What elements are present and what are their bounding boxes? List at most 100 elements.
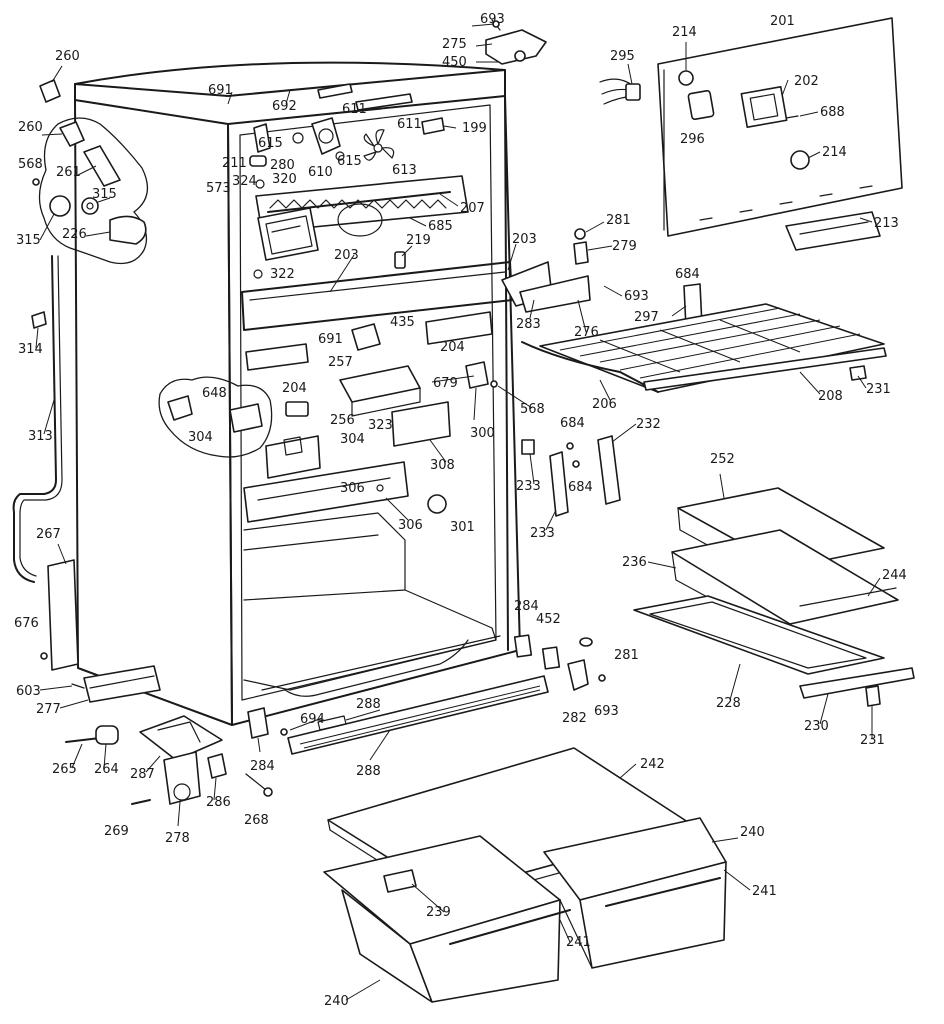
- part-label-204: 204: [440, 340, 465, 355]
- part-label-264: 264: [94, 762, 119, 777]
- shelf-supports: [521, 435, 621, 517]
- part-label-242: 242: [640, 757, 665, 772]
- part-label-684: 684: [675, 267, 700, 282]
- part-label-613: 613: [392, 163, 417, 178]
- part-label-568: 568: [520, 402, 545, 417]
- bracket-213: [785, 211, 881, 251]
- part-label-610: 610: [308, 165, 333, 180]
- part-label-201: 201: [770, 14, 795, 29]
- part-label-304: 304: [340, 432, 365, 447]
- part-label-280: 280: [270, 158, 295, 173]
- part-label-239: 239: [426, 905, 451, 920]
- part-label-281: 281: [614, 648, 639, 663]
- part-label-244: 244: [882, 568, 907, 583]
- part-label-226: 226: [62, 227, 87, 242]
- part-label-295: 295: [610, 49, 635, 64]
- part-label-676: 676: [14, 616, 39, 631]
- cabinet-body: [74, 61, 521, 726]
- part-label-648: 648: [202, 386, 227, 401]
- part-label-679: 679: [433, 376, 458, 391]
- part-label-693: 693: [624, 289, 649, 304]
- part-label-284: 284: [514, 599, 539, 614]
- back-panel: [599, 17, 903, 237]
- part-label-324: 324: [232, 174, 257, 189]
- part-label-208: 208: [818, 389, 843, 404]
- part-label-611: 611: [397, 117, 422, 132]
- part-label-283: 283: [516, 317, 541, 332]
- part-label-211: 211: [222, 156, 247, 171]
- part-label-275: 275: [442, 37, 467, 52]
- part-label-267: 267: [36, 527, 61, 542]
- part-label-203: 203: [512, 232, 537, 247]
- part-label-615: 615: [337, 154, 362, 169]
- part-label-276: 276: [574, 325, 599, 340]
- part-label-279: 279: [612, 239, 637, 254]
- part-label-199: 199: [462, 121, 487, 136]
- part-label-452: 452: [536, 612, 561, 627]
- part-label-233: 233: [516, 479, 541, 494]
- part-label-240: 240: [324, 994, 349, 1009]
- part-label-214: 214: [672, 25, 697, 40]
- base-components: [40, 559, 549, 805]
- part-label-288: 288: [356, 764, 381, 779]
- part-label-230: 230: [804, 719, 829, 734]
- screw-568: [490, 380, 498, 388]
- part-label-286: 286: [206, 795, 231, 810]
- part-label-603: 603: [16, 684, 41, 699]
- part-label-301: 301: [450, 520, 475, 535]
- part-label-284: 284: [250, 759, 275, 774]
- part-label-306: 306: [398, 518, 423, 533]
- middle-hinge: [501, 228, 591, 313]
- part-label-308: 308: [430, 458, 455, 473]
- part-label-278: 278: [165, 831, 190, 846]
- part-label-688: 688: [820, 105, 845, 120]
- part-label-450: 450: [442, 55, 467, 70]
- part-label-241: 241: [566, 935, 591, 950]
- part-label-241: 241: [752, 884, 777, 899]
- top-hinge: [485, 19, 547, 65]
- part-label-694: 694: [300, 712, 325, 727]
- part-label-207: 207: [460, 201, 485, 216]
- part-label-611: 611: [342, 102, 367, 117]
- part-label-300: 300: [470, 426, 495, 441]
- tubing-and-fittings: [12, 79, 149, 583]
- part-label-314: 314: [18, 342, 43, 357]
- part-label-261: 261: [56, 165, 81, 180]
- crisper-drawers: [323, 747, 727, 1003]
- part-label-256: 256: [330, 413, 355, 428]
- part-label-213: 213: [874, 216, 899, 231]
- part-label-691: 691: [208, 83, 233, 98]
- part-label-323: 323: [368, 418, 393, 433]
- leader-lines: [35, 23, 881, 1001]
- part-label-313: 313: [28, 429, 53, 444]
- part-label-260: 260: [18, 120, 43, 135]
- part-label-573: 573: [206, 181, 231, 196]
- part-label-322: 322: [270, 267, 295, 282]
- part-label-265: 265: [52, 762, 77, 777]
- part-label-214: 214: [822, 145, 847, 160]
- part-label-306: 306: [340, 481, 365, 496]
- part-label-206: 206: [592, 397, 617, 412]
- part-label-296: 296: [680, 132, 705, 147]
- part-label-282: 282: [562, 711, 587, 726]
- part-label-297: 297: [634, 310, 659, 325]
- part-label-268: 268: [244, 813, 269, 828]
- part-label-257: 257: [328, 355, 353, 370]
- part-label-684: 684: [560, 416, 585, 431]
- part-label-232: 232: [636, 417, 661, 432]
- part-label-288: 288: [356, 697, 381, 712]
- part-label-287: 287: [130, 767, 155, 782]
- fan-blade: [363, 129, 395, 161]
- part-label-240: 240: [740, 825, 765, 840]
- part-label-260: 260: [55, 49, 80, 64]
- part-label-219: 219: [406, 233, 431, 248]
- part-label-304: 304: [188, 430, 213, 445]
- part-label-692: 692: [272, 99, 297, 114]
- shelf-wires: [559, 307, 861, 379]
- wire-shelf: [521, 283, 887, 393]
- part-label-568: 568: [18, 157, 43, 172]
- kick-plate-grille: [299, 685, 541, 749]
- part-label-236: 236: [622, 555, 647, 570]
